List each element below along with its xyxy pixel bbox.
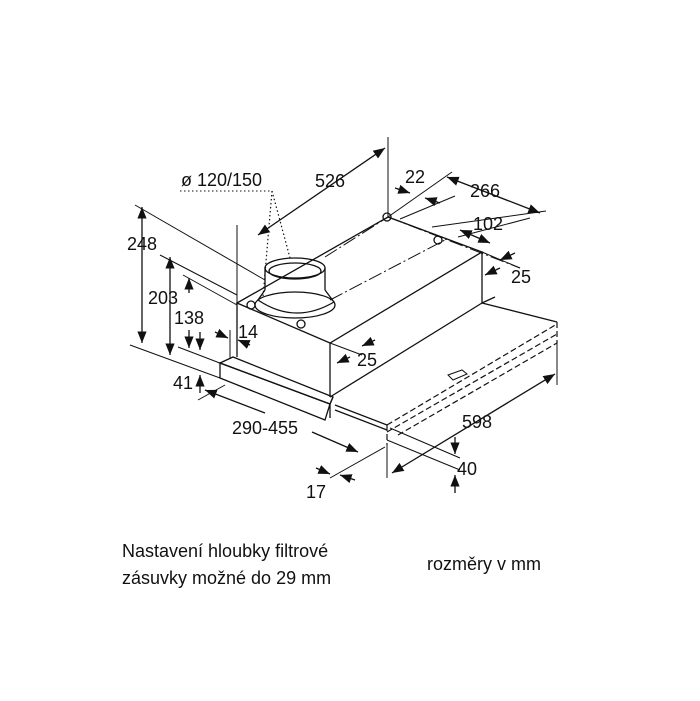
panel-17-label: 17 [306, 482, 326, 502]
duct-collar [254, 257, 336, 319]
width-label: 598 [462, 412, 492, 432]
bracket-offset-label: 102 [473, 214, 503, 234]
screw-hole [246, 300, 256, 310]
screw-hole [296, 319, 306, 329]
rear-offset-label: 22 [405, 167, 425, 187]
units-note: rozměry v mm [427, 554, 541, 574]
total-height-label: 248 [127, 234, 157, 254]
front-height-label: 41 [173, 373, 193, 393]
side-offset-right-label: 25 [511, 267, 531, 287]
inset-14-label: 14 [238, 322, 258, 342]
screw-hole [433, 235, 443, 245]
bracket-spacing-label: 266 [470, 181, 500, 201]
hood-housing [235, 212, 521, 398]
panel-40-label: 40 [457, 459, 477, 479]
filter-note-line1: Nastavení hloubky filtrové [122, 541, 329, 561]
dimension-lines [129, 137, 558, 493]
depth-label: 526 [315, 171, 345, 191]
side-offset-front-label: 25 [357, 350, 377, 370]
height-203-label: 203 [148, 288, 178, 308]
duct-diameter-label: ø 120/150 [181, 170, 262, 190]
extension-range-label: 290-455 [232, 418, 298, 438]
filter-adjustment-note: Nastavení hloubky filtrové zásuvky možné… [122, 538, 331, 592]
height-138-label: 138 [174, 308, 204, 328]
filter-note-line2: zásuvky možné do 29 mm [122, 568, 332, 588]
